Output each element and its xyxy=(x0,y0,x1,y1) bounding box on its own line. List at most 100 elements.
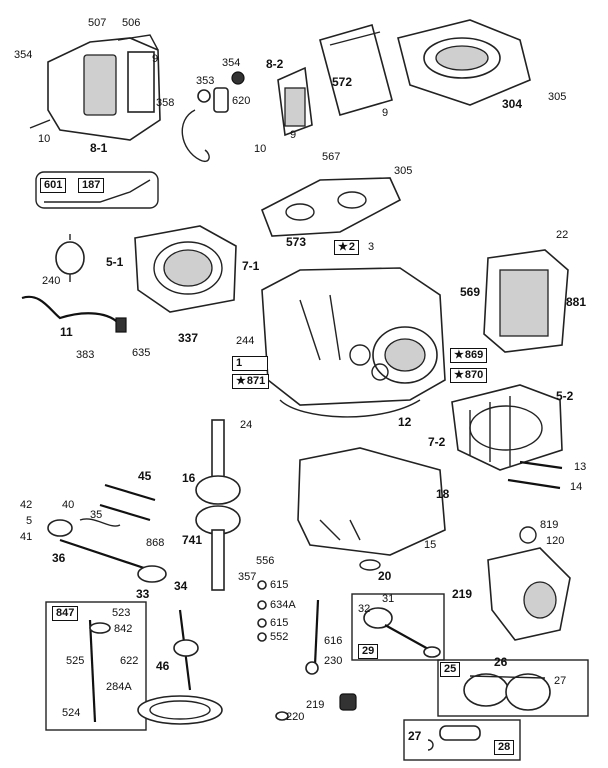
label-36: 36 xyxy=(52,551,66,565)
bolt-13 xyxy=(519,460,563,470)
cylinder-shroud-573 xyxy=(260,177,402,237)
governor-box-847 xyxy=(45,601,147,731)
valve-assembly-36 xyxy=(47,518,167,583)
label-3: 3 xyxy=(368,241,375,253)
label-871: 871 xyxy=(232,374,270,389)
label-1: 1 xyxy=(232,356,268,371)
oil-sump-18 xyxy=(297,447,446,571)
label-305b: 305 xyxy=(394,165,413,177)
valve-45a xyxy=(104,483,156,502)
label-868: 868 xyxy=(146,537,165,549)
label-383: 383 xyxy=(76,349,95,361)
label-569: 569 xyxy=(460,285,481,299)
label-524: 524 xyxy=(62,707,81,719)
label-741: 741 xyxy=(182,533,203,547)
breather-assembly-219 xyxy=(487,526,571,641)
label-41: 41 xyxy=(20,531,33,543)
label-24: 24 xyxy=(240,419,253,431)
valve-cover-569 xyxy=(483,249,569,353)
small-fasteners xyxy=(257,580,267,642)
label-244: 244 xyxy=(236,335,255,347)
cylinder-head-5-1 xyxy=(134,225,237,313)
label-14: 14 xyxy=(570,481,583,493)
label-34: 34 xyxy=(174,579,188,593)
bolt-14 xyxy=(507,478,561,490)
governor-linkage xyxy=(181,71,245,162)
label-616: 616 xyxy=(324,635,343,647)
label-284a: 284A xyxy=(106,681,132,693)
label-634a: 634A xyxy=(270,599,296,611)
label-870: 870 xyxy=(450,368,488,383)
label-32: 32 xyxy=(358,603,371,615)
label-507: 507 xyxy=(88,17,107,29)
label-31: 31 xyxy=(382,593,395,605)
label-26: 26 xyxy=(494,655,508,669)
label-881: 881 xyxy=(566,295,587,309)
label-28: 28 xyxy=(494,740,515,755)
label-13: 13 xyxy=(574,461,587,473)
label-635: 635 xyxy=(132,347,151,359)
air-guide-8-1 xyxy=(29,34,161,141)
label-847: 847 xyxy=(52,606,79,621)
label-11: 11 xyxy=(60,325,73,339)
label-18: 18 xyxy=(436,487,450,501)
label-337: 337 xyxy=(178,331,199,345)
label-219b: 219 xyxy=(306,699,325,711)
label-9c: 9 xyxy=(290,129,297,141)
label-615b: 615 xyxy=(270,617,289,629)
label-354a: 354 xyxy=(14,49,33,61)
label-7-2: 7-2 xyxy=(428,435,446,449)
camshaft-46 xyxy=(137,609,223,725)
label-615a: 615 xyxy=(270,579,289,591)
breather-cover-8-2 xyxy=(277,66,313,137)
label-506: 506 xyxy=(122,17,141,29)
label-187: 187 xyxy=(78,178,105,193)
oil-fill-cap xyxy=(275,693,357,721)
label-622: 622 xyxy=(120,655,139,667)
label-305a: 305 xyxy=(548,91,567,103)
label-10b: 10 xyxy=(254,143,267,155)
label-523: 523 xyxy=(112,607,131,619)
label-5: 5 xyxy=(26,515,33,527)
label-220: 220 xyxy=(286,711,305,723)
fuel-line-box-601 xyxy=(35,171,159,209)
label-304: 304 xyxy=(502,97,523,111)
fuel-filter-240 xyxy=(55,234,85,282)
cylinder-head-5-2 xyxy=(451,384,563,471)
label-10a: 10 xyxy=(38,133,51,145)
label-5-2: 5-2 xyxy=(556,389,574,403)
label-27b: 27 xyxy=(408,729,422,743)
label-45: 45 xyxy=(138,469,152,483)
label-620: 620 xyxy=(232,95,251,107)
piston-pin-box-28 xyxy=(403,719,521,761)
label-552: 552 xyxy=(270,631,289,643)
label-27a: 27 xyxy=(554,675,567,687)
label-9b: 9 xyxy=(152,53,159,65)
cylinder-block xyxy=(261,267,446,418)
label-819: 819 xyxy=(540,519,559,531)
piston-box-25 xyxy=(437,659,589,717)
label-2: 2 xyxy=(334,240,359,255)
label-22: 22 xyxy=(556,229,569,241)
crankshaft-16 xyxy=(195,419,241,591)
label-842: 842 xyxy=(114,623,133,635)
cover-plate-572 xyxy=(319,24,393,116)
blower-housing-304 xyxy=(397,19,531,106)
label-353: 353 xyxy=(196,75,215,87)
label-46: 46 xyxy=(156,659,170,673)
label-354b: 354 xyxy=(222,57,241,69)
label-40: 40 xyxy=(62,499,75,511)
label-33: 33 xyxy=(136,587,150,601)
label-869: 869 xyxy=(450,348,488,363)
label-25: 25 xyxy=(440,662,461,677)
label-556: 556 xyxy=(256,555,275,567)
label-42: 42 xyxy=(20,499,33,511)
label-16: 16 xyxy=(182,471,196,485)
label-5-1: 5-1 xyxy=(106,255,124,269)
oil-drain-tube-11 xyxy=(21,295,127,333)
label-8-2: 8-2 xyxy=(266,57,284,71)
dipstick-616 xyxy=(305,599,320,675)
label-20: 20 xyxy=(378,569,392,583)
